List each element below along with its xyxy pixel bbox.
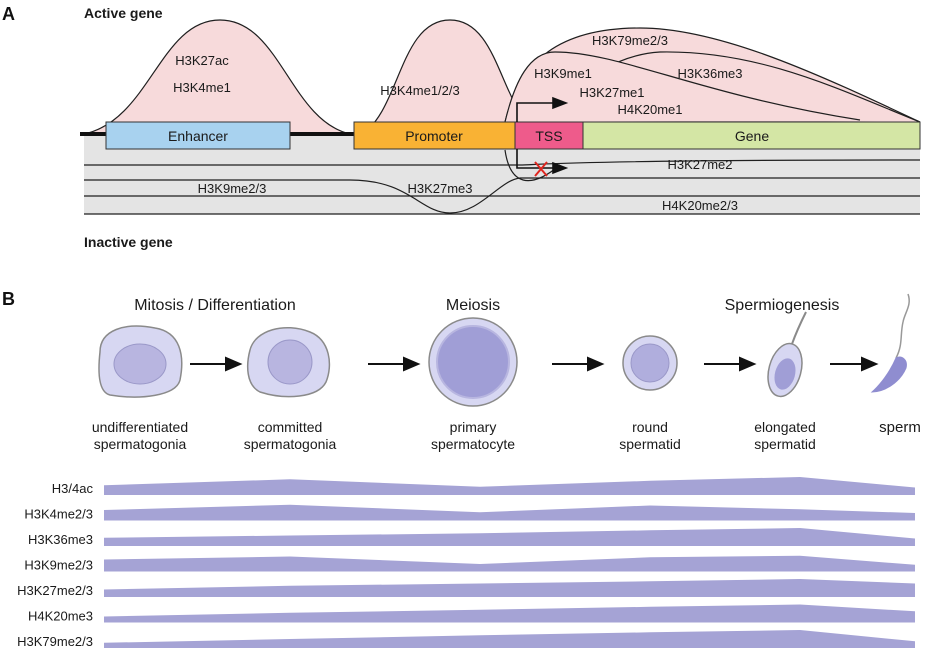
track-label: H4K20me3	[28, 609, 93, 624]
inactive-arrow-head	[552, 161, 569, 175]
mark-h3k79me23: H3K79me2/3	[592, 33, 668, 48]
mark-h3k4me1: H3K4me1	[173, 80, 231, 95]
track-label: H3K9me2/3	[24, 558, 93, 573]
mark-h3k9me23: H3K9me2/3	[198, 181, 267, 196]
track-label: H3K79me2/3	[17, 634, 93, 649]
tss-box	[514, 121, 584, 150]
h3k9me23-line	[84, 177, 920, 214]
tss-dip	[504, 149, 561, 182]
mark-h3k27me1: H3K27me1	[579, 85, 644, 100]
cell-sperm	[870, 293, 910, 393]
active-peaks	[83, 19, 921, 135]
track-label: H3K27me2/3	[17, 583, 93, 598]
phase-spermiogenesis: Spermiogenesis	[725, 297, 840, 314]
track-h3k36me3	[104, 528, 915, 546]
promoter-box	[353, 121, 516, 150]
enhancer-peak	[83, 19, 351, 135]
active-gene-label: Active gene	[84, 5, 163, 21]
panel-a-letter: A	[2, 4, 15, 24]
cell-label-3b: spermatocyte	[431, 436, 515, 452]
cell-label-3a: primary	[450, 419, 497, 435]
track-label: H3/4ac	[52, 481, 94, 496]
mark-h4k20me1: H4K20me1	[617, 102, 682, 117]
mark-h3k4me123: H3K4me1/2/3	[380, 83, 460, 98]
mark-h3k36me3: H3K36me3	[677, 66, 742, 81]
h3k9me1-peak	[504, 51, 861, 123]
cell-label-1b: spermatogonia	[94, 436, 187, 452]
track-h3-4ac	[104, 477, 915, 495]
track-h3k4me2-3	[104, 504, 915, 521]
tss-label: TSS	[535, 128, 562, 144]
cells	[98, 293, 910, 407]
cell-round-spermatid	[622, 335, 678, 391]
cell-label-5b: spermatid	[754, 436, 815, 452]
inactive-gene-label: Inactive gene	[84, 234, 173, 250]
active-arrow-head	[552, 96, 569, 110]
mark-h3k9me1: H3K9me1	[534, 66, 592, 81]
gene-label: Gene	[735, 128, 769, 144]
h3k27me2-line-gene	[519, 159, 921, 166]
block-cross-icon	[534, 161, 548, 177]
mark-h4k20me23: H4K20me2/3	[662, 198, 738, 213]
cell-label-2a: committed	[258, 419, 323, 435]
track-label: H3K36me3	[28, 532, 93, 547]
track-h3k27me2-3	[104, 579, 915, 597]
cell-label-5a: elongated	[754, 419, 816, 435]
phase-mitosis: Mitosis / Differentiation	[134, 297, 296, 314]
promoter-label: Promoter	[405, 128, 463, 144]
track-label: H3K4me2/3	[24, 507, 93, 522]
stage-arrows	[190, 356, 879, 372]
cell-committed	[246, 327, 331, 398]
cell-undifferentiated	[98, 325, 183, 398]
cell-label-2b: spermatogonia	[244, 436, 337, 452]
enhancer-label: Enhancer	[168, 128, 228, 144]
enhancer-box	[105, 121, 291, 150]
cell-primary-spermatocyte	[428, 317, 518, 407]
phase-meiosis: Meiosis	[446, 297, 500, 314]
track-h4k20me3	[104, 604, 915, 623]
cell-label-4a: round	[632, 419, 668, 435]
active-arrow	[516, 102, 555, 122]
cell-label-6: sperm	[879, 419, 921, 436]
histone-tracks: H3/4acH3K4me2/3H3K36me3H3K9me2/3H3K27me2…	[17, 477, 915, 649]
cell-label-4b: spermatid	[619, 436, 680, 452]
mark-h3k27ac: H3K27ac	[175, 53, 229, 68]
gene-box	[582, 121, 921, 150]
cell-elongated-spermatid	[767, 311, 807, 398]
cell-label-1a: undifferentiated	[92, 419, 188, 435]
track-h3k9me2-3	[104, 555, 915, 572]
track-h3k79me2-3	[104, 630, 915, 648]
mark-h3k27me3: H3K27me3	[407, 181, 472, 196]
panel-b-letter: B	[2, 289, 15, 309]
mark-h3k27me2: H3K27me2	[667, 157, 732, 172]
